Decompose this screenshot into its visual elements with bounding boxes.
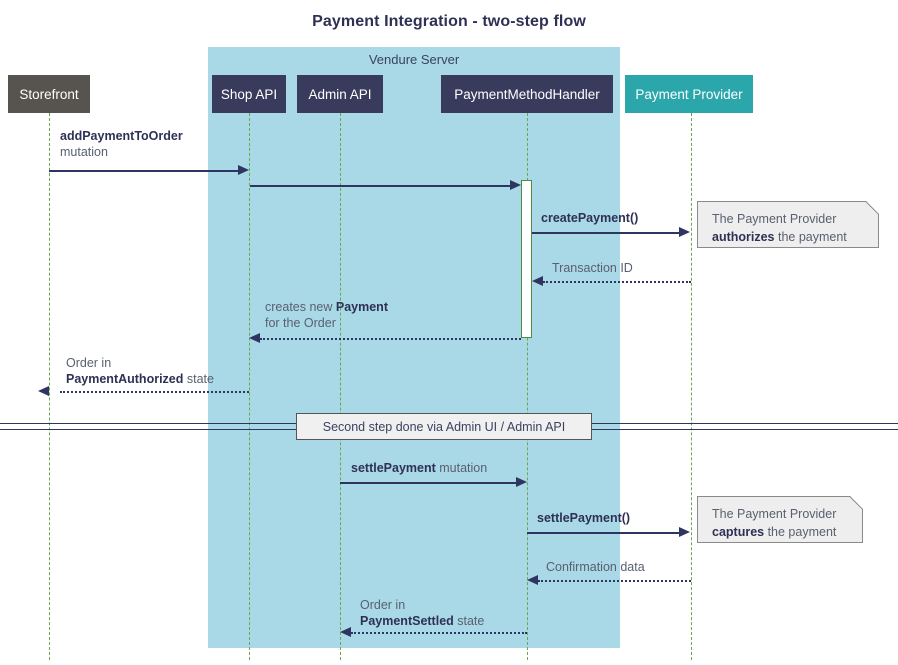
message-label-settle-payment-call: settlePayment() <box>537 511 630 527</box>
message-label-create-payment-bold: createPayment() <box>541 211 639 225</box>
message-label-creates-new-payment: creates new Payment for the Order <box>265 300 388 331</box>
arrow-head-creates-new-payment <box>249 333 260 343</box>
message-line-transaction-id <box>543 281 691 283</box>
arrow-head-settle-payment-mutation <box>516 477 527 487</box>
message-line-create-payment <box>532 232 680 234</box>
message-label-settle-payment-mutation-bold: settlePayment <box>351 461 436 475</box>
message-line-shop-api-to-handler <box>250 185 511 187</box>
message-line-settle-payment-mutation <box>340 482 517 484</box>
participant-admin-api-label: Admin API <box>308 86 372 102</box>
participant-admin-api[interactable]: Admin API <box>297 75 383 113</box>
arrow-head-add-payment-to-order <box>238 165 249 175</box>
message-label-creates-new-payment-line1-bold: Payment <box>335 300 388 314</box>
activation-bar-payment-method-handler-upper <box>521 180 532 338</box>
note-authorizes-fold-icon <box>866 201 879 214</box>
diagram-title: Payment Integration - two-step flow <box>312 13 586 30</box>
message-label-add-payment-to-order-bold: addPaymentToOrder <box>60 129 183 143</box>
message-label-order-payment-authorized-line1: Order in <box>66 356 112 370</box>
message-label-transaction-id: Transaction ID <box>552 261 633 277</box>
message-label-creates-new-payment-line1-plain: creates new <box>265 300 336 314</box>
message-label-confirmation-data: Confirmation data <box>546 560 645 576</box>
message-line-settle-payment-call <box>527 532 680 534</box>
message-label-order-payment-settled-bold: PaymentSettled <box>360 613 454 628</box>
participant-shop-api[interactable]: Shop API <box>212 75 286 113</box>
lifeline-shop-api <box>249 113 250 660</box>
note-captures-line2-suffix: the payment <box>764 525 837 539</box>
participant-payment-provider[interactable]: Payment Provider <box>625 75 753 113</box>
message-label-settle-payment-mutation-plain: mutation <box>435 461 488 475</box>
message-label-transaction-id-text: Transaction ID <box>552 261 633 275</box>
arrow-head-order-payment-settled <box>340 627 351 637</box>
message-line-confirmation-data <box>538 580 691 582</box>
participant-payment-method-handler[interactable]: PaymentMethodHandler <box>441 75 613 113</box>
message-label-order-payment-authorized-bold: PaymentAuthorized <box>66 371 184 386</box>
message-label-add-payment-to-order-plain: mutation <box>60 144 108 159</box>
message-line-order-payment-authorized <box>60 391 249 393</box>
message-label-order-payment-authorized-suffix: state <box>183 371 214 386</box>
message-line-order-payment-settled <box>351 632 527 634</box>
note-authorizes-line1: The Payment Provider <box>712 212 837 226</box>
note-authorizes: The Payment Provider authorizes the paym… <box>697 201 879 248</box>
group-box-vendure-server <box>208 47 620 648</box>
note-captures: The Payment Provider captures the paymen… <box>697 496 863 543</box>
note-captures-bold: captures <box>712 525 765 539</box>
divider-label-text: Second step done via Admin UI / Admin AP… <box>322 419 566 434</box>
participant-shop-api-label: Shop API <box>220 86 278 102</box>
participant-storefront-label: Storefront <box>19 86 79 102</box>
message-line-add-payment-to-order <box>49 170 239 172</box>
participant-payment-provider-label: Payment Provider <box>635 86 743 102</box>
message-label-settle-payment-mutation: settlePayment mutation <box>351 461 487 477</box>
note-captures-fold-icon <box>850 496 863 509</box>
arrow-head-order-payment-authorized <box>38 386 49 396</box>
arrow-head-transaction-id <box>532 276 543 286</box>
participant-storefront[interactable]: Storefront <box>8 75 90 113</box>
note-authorizes-line2-suffix: the payment <box>774 230 847 244</box>
message-line-creates-new-payment <box>260 338 521 340</box>
arrow-head-settle-payment-call <box>679 527 690 537</box>
message-label-create-payment: createPayment() <box>541 211 638 227</box>
message-label-order-payment-settled: Order in PaymentSettled state <box>360 598 484 629</box>
message-label-order-payment-authorized: Order in PaymentAuthorized state <box>66 356 214 387</box>
lifeline-payment-method-handler <box>527 113 528 660</box>
message-label-settle-payment-call-bold: settlePayment() <box>537 511 631 525</box>
note-captures-line1: The Payment Provider <box>712 507 837 521</box>
message-label-order-payment-settled-suffix: state <box>453 613 485 628</box>
participant-payment-method-handler-label: PaymentMethodHandler <box>454 86 600 102</box>
lifeline-payment-provider <box>691 113 692 660</box>
note-authorizes-bold: authorizes <box>712 230 775 244</box>
message-label-creates-new-payment-line2: for the Order <box>265 315 336 330</box>
divider-label: Second step done via Admin UI / Admin AP… <box>296 413 592 440</box>
message-label-add-payment-to-order: addPaymentToOrder mutation <box>60 129 183 160</box>
arrow-head-create-payment <box>679 227 690 237</box>
group-label: Vendure Server <box>368 52 460 67</box>
arrow-head-confirmation-data <box>527 575 538 585</box>
arrow-head-shop-api-to-handler <box>510 180 521 190</box>
message-label-confirmation-data-text: Confirmation data <box>546 560 645 574</box>
message-label-order-payment-settled-line1: Order in <box>360 598 406 612</box>
lifeline-storefront <box>49 113 50 660</box>
lifeline-admin-api <box>340 113 341 660</box>
